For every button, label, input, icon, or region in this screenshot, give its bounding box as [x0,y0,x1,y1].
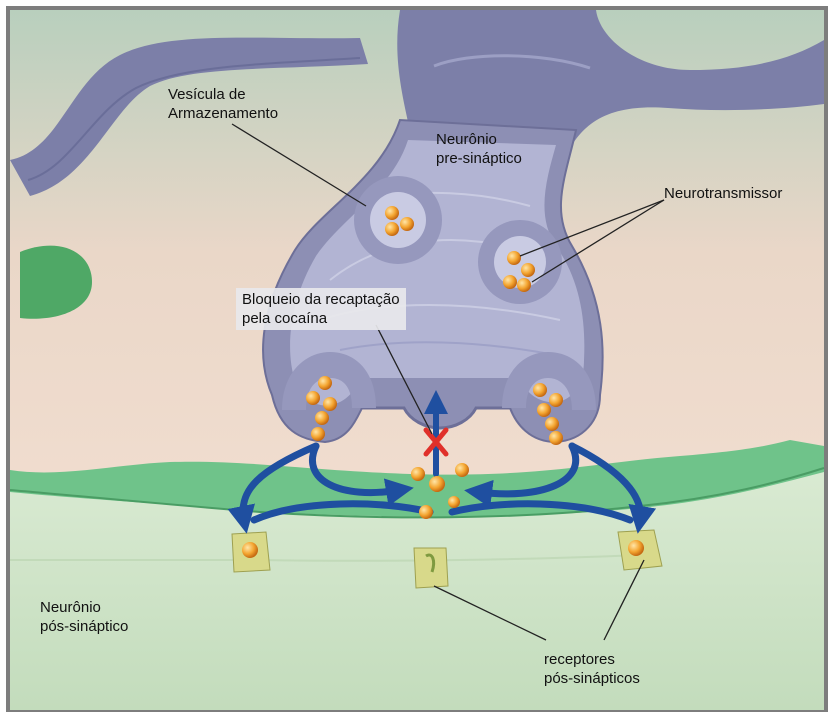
label-postsynaptic: Neurônio pós-sináptico [40,598,128,636]
label-cocaine-block: Bloqueio da recaptação pela cocaína [236,288,406,330]
label-vesicle: Vesícula de Armazenamento [168,85,278,123]
label-presynaptic: Neurônio pre-sináptico [436,130,522,168]
label-neurotransmitter: Neurotransmissor [664,184,782,203]
label-receptors: receptores pós-sinápticos [544,650,640,688]
